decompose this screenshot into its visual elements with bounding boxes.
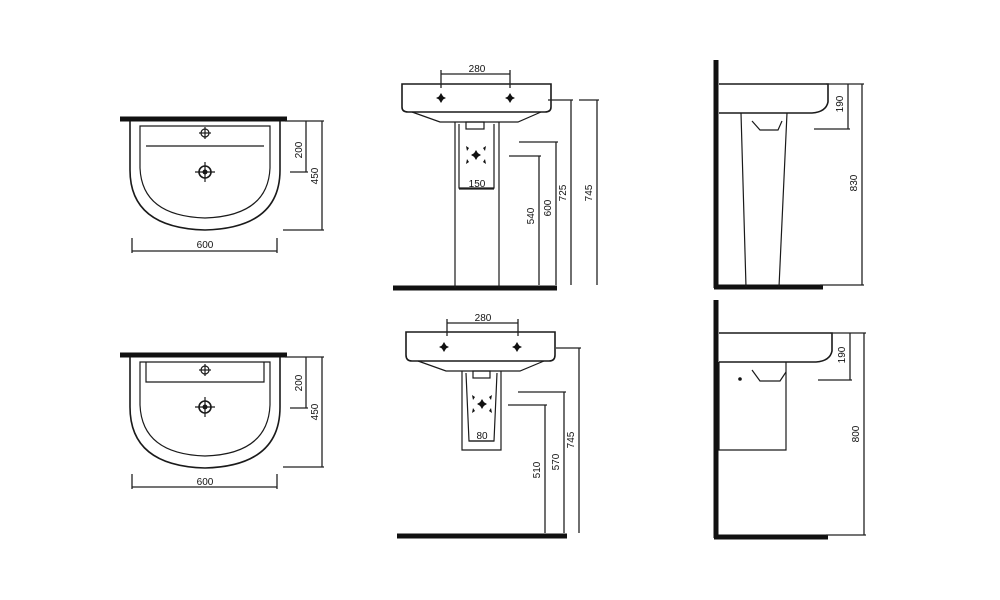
basin-depth-label: 450 xyxy=(310,167,321,184)
tap-spacing-label: 280 xyxy=(469,64,486,75)
tap-hole-icon xyxy=(199,364,211,376)
side-view-bottom: 190 800 xyxy=(713,300,866,540)
waste-valve-icon xyxy=(472,395,492,413)
semi-pedestal-width-label: 80 xyxy=(476,431,488,442)
plan-view-top: 200 450 600 xyxy=(120,116,324,253)
pedestal-width-label: 150 xyxy=(469,179,486,190)
tap-hole-icon xyxy=(199,127,211,139)
front-view-top: 280 150 540 600 725 745 xyxy=(393,64,599,291)
basin-width-label: 600 xyxy=(197,240,214,251)
total-height-label: 830 xyxy=(849,174,860,191)
supply-height-label: 600 xyxy=(543,199,554,216)
waste-outlet-icon xyxy=(195,162,215,182)
waste-height-label: 510 xyxy=(532,461,543,478)
tap-left-icon xyxy=(439,342,449,352)
tap-spacing-label: 280 xyxy=(475,313,492,324)
side-view-top: 190 830 xyxy=(713,60,864,290)
tap-right-icon xyxy=(505,93,515,103)
rim-height-label: 745 xyxy=(566,431,577,448)
waste-height-label: 540 xyxy=(526,207,537,224)
tap-offset-label: 200 xyxy=(294,141,305,158)
total-height-label: 800 xyxy=(851,425,862,442)
supply-height-label: 570 xyxy=(551,453,562,470)
basin-depth-label: 450 xyxy=(310,403,321,420)
tap-right-icon xyxy=(512,342,522,352)
front-view-bottom: 280 80 510 570 745 xyxy=(397,313,581,539)
rim-height-2-label: 745 xyxy=(584,184,595,201)
tap-offset-label: 200 xyxy=(294,374,305,391)
bowl-depth-label: 190 xyxy=(837,346,848,363)
bowl-depth-label: 190 xyxy=(835,95,846,112)
plan-view-bottom: 200 450 600 xyxy=(120,352,324,489)
tap-left-icon xyxy=(436,93,446,103)
waste-valve-icon xyxy=(466,146,486,164)
rim-height-1-label: 725 xyxy=(558,184,569,201)
basin-width-label: 600 xyxy=(197,477,214,488)
waste-outlet-icon xyxy=(195,397,215,417)
